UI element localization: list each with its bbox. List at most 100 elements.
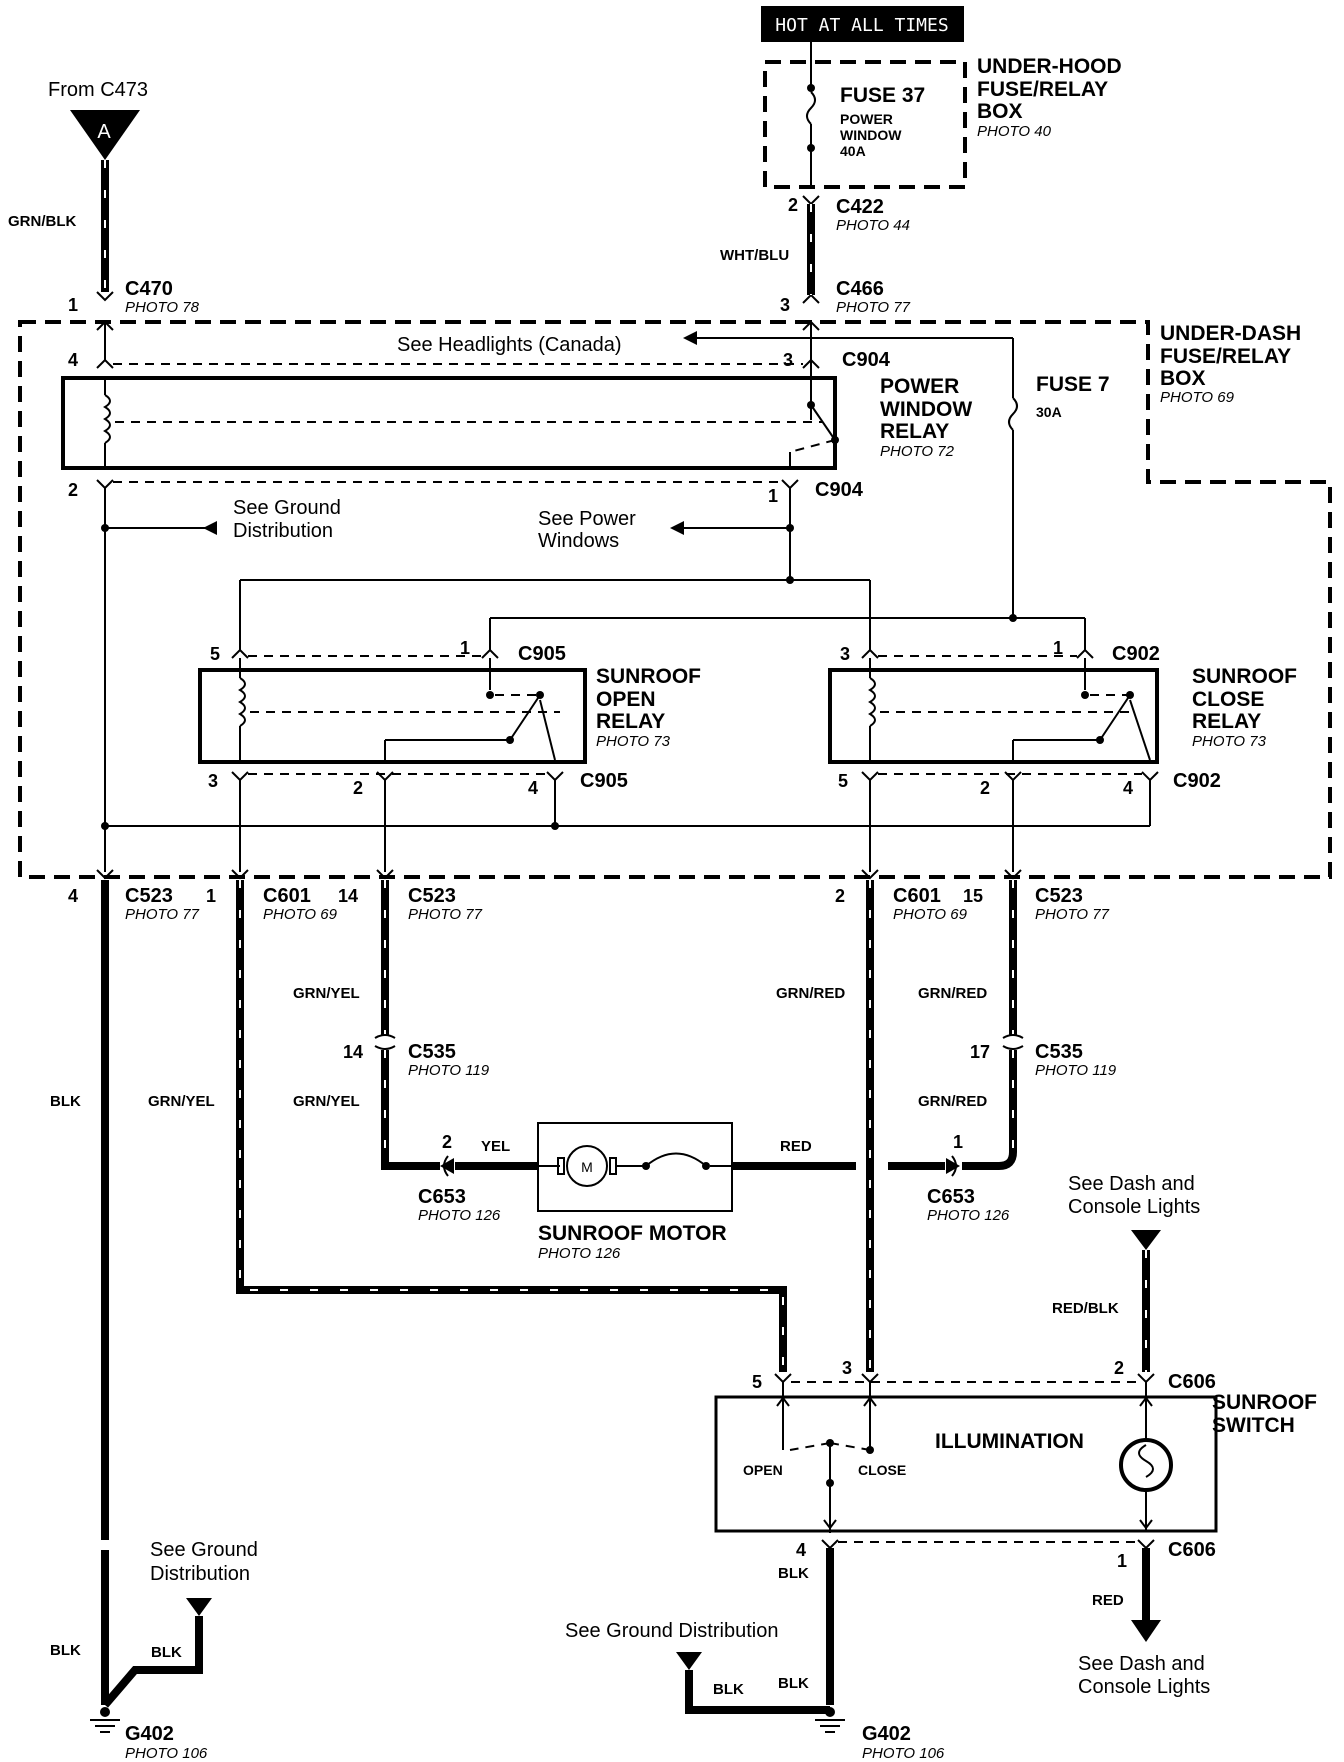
red-wire-motor: RED 1 C653 PHOTO 126: [732, 1132, 1010, 1224]
c904-pin-3: 3: [783, 350, 793, 370]
switch-pin-5: 5: [752, 1372, 762, 1392]
c653-photo-1: PHOTO 126: [418, 1207, 501, 1224]
open-relay-pin-3: 3: [208, 771, 218, 791]
c470-label: C470: [125, 278, 173, 300]
c601-photo-2: PHOTO 69: [893, 906, 968, 923]
grn-red-label-2: GRN/RED: [918, 985, 987, 1002]
c535-photo-1: PHOTO 119: [408, 1062, 490, 1079]
c653-label-2: C653: [927, 1186, 975, 1208]
c523-label-1: C523: [125, 885, 173, 907]
underhood-title-2: FUSE/RELAY: [977, 78, 1108, 101]
switch-ground-wire: BLK BLK See Ground Distribution BLK G402…: [565, 1548, 945, 1762]
c905-label-top: C905: [518, 643, 566, 665]
c470-photo: PHOTO 78: [125, 299, 200, 316]
c466-pin: 3: [780, 295, 790, 315]
close-relay-pin-3: 3: [840, 644, 850, 664]
ground-ref-1b: Distribution: [233, 520, 333, 542]
c535-pin-17: 17: [970, 1042, 990, 1062]
c904-label-top: C904: [842, 349, 891, 371]
c422-label: C422: [836, 196, 884, 218]
open-relay-coil-icon: [238, 677, 246, 727]
underdash-photo: PHOTO 69: [1160, 389, 1235, 406]
underhood-fuse-box: UNDER-HOOD FUSE/RELAY BOX PHOTO 40 FUSE …: [763, 42, 1122, 189]
from-c473-label: From C473: [48, 79, 148, 101]
pw-relay-name-3: RELAY: [880, 420, 949, 443]
grn-red-wire-close: GRN/RED: [776, 880, 874, 1372]
underhood-title-3: BOX: [977, 100, 1023, 123]
blk-label-5: BLK: [778, 1675, 809, 1692]
dash-lights-ref-2b: Console Lights: [1078, 1676, 1210, 1698]
underdash-fuse-box: UNDER-DASH FUSE/RELAY BOX PHOTO 69: [18, 320, 1332, 879]
open-relay-pin-1: 1: [460, 638, 470, 658]
blk-label-1: BLK: [50, 1093, 81, 1110]
ground-ref-2b: Distribution: [150, 1563, 250, 1585]
c601-label-1: C601: [263, 885, 311, 907]
c523-label-3: C523: [1035, 885, 1083, 907]
close-relay-coil-icon: [868, 677, 876, 727]
grn-yel-label-3: GRN/YEL: [293, 1093, 360, 1110]
c902-label-top: C902: [1112, 643, 1160, 665]
c535-label-1: C535: [408, 1041, 456, 1063]
c653-pin-1: 1: [953, 1132, 963, 1152]
c422-photo: PHOTO 44: [836, 217, 910, 234]
c535-photo-2: PHOTO 119: [1035, 1062, 1117, 1079]
c904-pin-1: 1: [768, 486, 778, 506]
c422-pin: 2: [788, 195, 798, 215]
power-windows-ref-2: Windows: [538, 530, 619, 552]
c904-label-bottom: C904: [815, 479, 864, 501]
pw-relay-name-1: POWER: [880, 375, 959, 398]
c523-photo-3: PHOTO 77: [1035, 906, 1110, 923]
open-relay-name-2: OPEN: [596, 688, 656, 711]
pw-relay-photo: PHOTO 72: [880, 443, 955, 460]
open-relay-name-3: RELAY: [596, 710, 665, 733]
c606-label-top: C606: [1168, 1371, 1216, 1393]
c466-photo: PHOTO 77: [836, 299, 911, 316]
fuse-37-desc-2: WINDOW: [840, 127, 902, 143]
underhood-title-1: UNDER-HOOD: [977, 55, 1122, 78]
blk-label-6: BLK: [713, 1681, 744, 1698]
top-bus: 4 3 C904 See Headlights (Canada) FUSE 7 …: [68, 320, 1110, 618]
underdash-title-2: FUSE/RELAY: [1160, 345, 1291, 368]
switch-illumination-label: ILLUMINATION: [935, 1430, 1084, 1453]
ground-ref-2a: See Ground: [150, 1539, 258, 1561]
open-relay-pin-4: 4: [528, 778, 538, 798]
pw-relay-name-2: WINDOW: [880, 398, 972, 421]
sunroof-motor: M SUNROOF MOTOR PHOTO 126: [537, 1122, 733, 1262]
motor-breaker-icon: [645, 1152, 707, 1167]
grn-yel-label-2: GRN/YEL: [293, 985, 360, 1002]
blk-label-3: BLK: [151, 1644, 182, 1661]
sunroof-switch: 5 3 2 C606 SUNROOF SWITCH OPEN CLOSE ILL…: [714, 1358, 1317, 1571]
c653-left: 2 YEL C653 PHOTO 126: [418, 1132, 538, 1224]
g402-label-2: G402: [862, 1723, 911, 1745]
c905-label-bottom: C905: [580, 770, 628, 792]
blk-ground-wire: BLK BLK See Ground Distribution BLK G402…: [50, 880, 258, 1762]
open-relay-pin-5: 5: [210, 644, 220, 664]
blk-label-2: BLK: [50, 1642, 81, 1659]
switch-pin-3: 3: [842, 1358, 852, 1378]
g402-photo-2: PHOTO 106: [862, 1745, 945, 1762]
open-relay-name-1: SUNROOF: [596, 665, 701, 688]
from-c473-input: From C473 A GRN/BLK 1 C470 PHOTO 78: [8, 79, 200, 316]
ground-ref-1a: See Ground: [233, 497, 341, 519]
switch-pin-1: 1: [1117, 1551, 1127, 1571]
fuse-7-rating: 30A: [1036, 404, 1062, 420]
switch-close-label: CLOSE: [858, 1462, 906, 1478]
c653-photo-2: PHOTO 126: [927, 1207, 1010, 1224]
power-window-relay: POWER WINDOW RELAY PHOTO 72: [61, 375, 972, 470]
c653-label-1: C653: [418, 1186, 466, 1208]
sunroof-open-relay: 5 1 C905 SUNROOF OPEN RELAY PHOTO 73 3 2…: [198, 638, 701, 798]
motor-symbol: M: [581, 1159, 593, 1175]
motor-icon: [566, 1145, 608, 1187]
close-relay-photo: PHOTO 73: [1192, 733, 1267, 750]
red-label-1: RED: [780, 1138, 812, 1155]
underdash-title-1: UNDER-DASH: [1160, 322, 1301, 345]
grn-red-label-1: GRN/RED: [776, 985, 845, 1002]
c470-pin: 1: [68, 295, 78, 315]
c523-photo-1: PHOTO 77: [125, 906, 200, 923]
c466-label: C466: [836, 278, 884, 300]
switch-pin-2: 2: [1114, 1358, 1124, 1378]
c535-pin-14: 14: [343, 1042, 363, 1062]
grn-yel-label-1: GRN/YEL: [148, 1093, 215, 1110]
c523-pin-15: 15: [963, 886, 983, 906]
